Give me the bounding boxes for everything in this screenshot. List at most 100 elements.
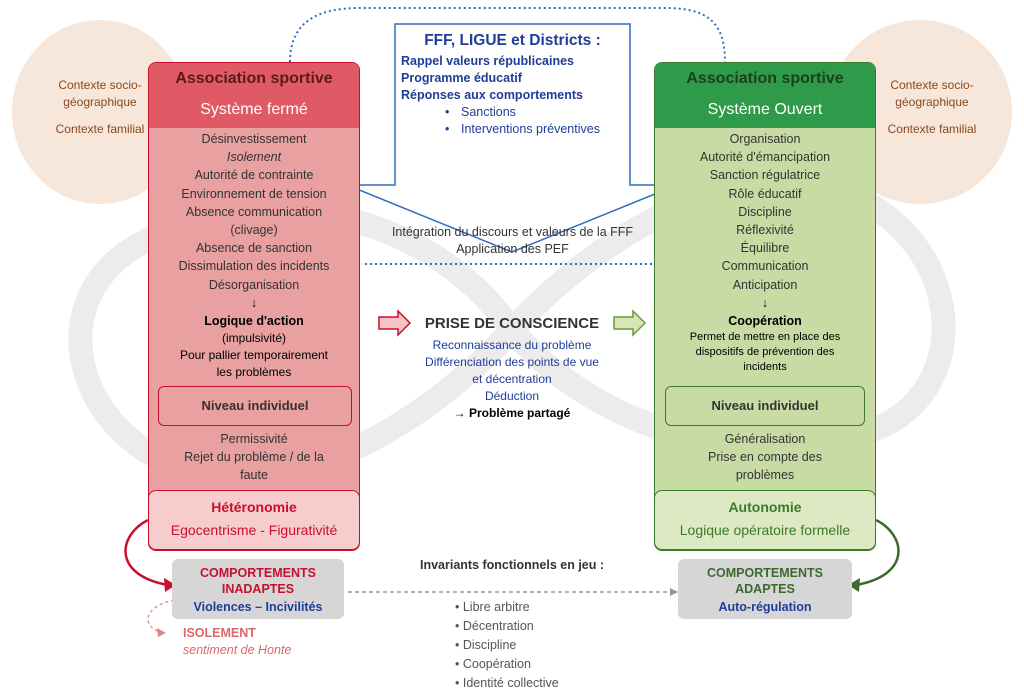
isolement-sub: sentiment de Honte xyxy=(183,643,292,657)
fff-integration: Intégration du discours et valeurs de la… xyxy=(360,224,665,258)
down-arrow-icon: ↓ xyxy=(250,295,258,310)
open-coop-title: Coopération xyxy=(728,314,802,329)
center-item: Différenciation des points de vue xyxy=(425,355,599,369)
open-item: Sanction régulatrice xyxy=(709,168,821,183)
closed-system-panel xyxy=(148,62,360,551)
isolement: ISOLEMENT sentiment de Honte xyxy=(183,625,291,659)
open-after-item: Généralisation xyxy=(724,432,806,446)
invariant-item: • Coopération xyxy=(455,657,531,671)
closed-logic-item: Pour pallier temporairement xyxy=(179,348,329,363)
closed-logic-item: (impulsivité) xyxy=(221,331,286,346)
context-left-line: Contexte socio- xyxy=(58,78,142,92)
center-items: Reconnaissance du problème Différenciati… xyxy=(385,337,639,422)
fff-bullet: •Interventions préventives xyxy=(445,122,600,136)
invariant-text: Identité collective xyxy=(462,676,559,690)
open-item: Communication xyxy=(721,259,809,274)
closed-logic-title: Logique d'action xyxy=(204,314,304,329)
invariant-text: Libre arbitre xyxy=(462,600,530,614)
open-level: Niveau individuel xyxy=(665,386,865,426)
bottom-left-title: COMPORTEMENTS xyxy=(200,566,316,580)
open-after-items: Généralisation Prise en compte des probl… xyxy=(654,430,876,485)
closed-item: Désorganisation xyxy=(208,277,300,292)
center-shared: → Problème partagé xyxy=(385,405,639,422)
invariant-text: Décentration xyxy=(462,619,534,633)
block-arrow-red xyxy=(378,309,412,337)
closed-after-items: Permissivité Rejet du problème / de la f… xyxy=(148,430,360,485)
fff-bullet-text: Interventions préventives xyxy=(461,122,600,136)
fff-title: FFF, LIGUE et Districts : xyxy=(424,32,601,49)
curve-right-arrow xyxy=(855,518,900,587)
context-left: Contexte socio- géographique Contexte fa… xyxy=(40,77,160,138)
infinity-loop xyxy=(68,171,956,489)
closed-item: Isolement xyxy=(226,150,282,165)
invariants-list: • Libre arbitre • Décentration • Discipl… xyxy=(455,598,559,693)
open-item: Autorité d'émancipation xyxy=(699,150,831,165)
closed-item: Dissimulation des incidents xyxy=(178,259,330,274)
curve-left-arrowhead xyxy=(164,578,176,592)
closed-after-item: Rejet du problème / de la xyxy=(184,450,324,465)
closed-after-item: faute xyxy=(240,468,268,483)
integration-line: Application des PEF xyxy=(456,242,569,256)
closed-item: Absence de sanction xyxy=(195,241,313,256)
dashed-isolement-arrowhead xyxy=(157,628,166,637)
center-shared-text: Problème partagé xyxy=(468,406,571,420)
closed-item: Absence communication xyxy=(185,204,323,219)
center-title: PRISE DE CONSCIENCE xyxy=(424,315,600,332)
context-left-line: Contexte familial xyxy=(55,122,145,136)
block-arrow-green xyxy=(613,309,647,337)
open-foot-box xyxy=(654,490,876,550)
context-right-line: Contexte familial xyxy=(887,122,977,136)
open-title: Association sportive xyxy=(686,70,844,87)
context-right-line: Contexte socio- xyxy=(890,78,974,92)
closed-foot-title: Hétéronomie xyxy=(211,499,297,515)
bottom-right-box: COMPORTEMENTS ADAPTES Auto-régulation xyxy=(678,559,852,619)
right-arrow-icon: → xyxy=(453,406,466,420)
closed-header-bg xyxy=(149,63,359,128)
closed-item: (clivage) xyxy=(230,223,278,238)
invariant-item: • Discipline xyxy=(455,638,517,652)
closed-item: Environnement de tension xyxy=(181,186,327,201)
open-header-bg xyxy=(655,63,875,128)
closed-level: Niveau individuel xyxy=(158,386,352,426)
open-item: Réflexivité xyxy=(736,223,794,238)
open-system-panel xyxy=(654,62,876,551)
closed-foot-box xyxy=(148,490,360,550)
invariant-text: Coopération xyxy=(462,657,531,671)
invariant-item: • Identité collective xyxy=(455,676,559,690)
bottom-right-sub: Auto-régulation xyxy=(718,600,812,614)
fff-bullet: •Sanctions xyxy=(445,105,516,119)
curve-right-arrowhead xyxy=(848,578,860,592)
closed-title: Association sportive xyxy=(175,70,333,87)
fff-line: Réponses aux comportements xyxy=(401,88,583,102)
fff-bullet-text: Sanctions xyxy=(461,105,516,119)
center-item: et décentration xyxy=(472,372,552,386)
bottom-left-sub: Violences – Incivilités xyxy=(193,600,323,614)
bottom-left-title: INADAPTES xyxy=(221,582,295,596)
open-item: Rôle éducatif xyxy=(728,186,802,201)
open-coop-item: incidents xyxy=(743,361,787,374)
context-left-line: géographique xyxy=(63,95,137,109)
down-arrow-icon: ↓ xyxy=(761,295,769,310)
fff-lines: Rappel valeurs républicaines Programme é… xyxy=(401,53,630,104)
open-item: Organisation xyxy=(729,132,801,146)
context-right: Contexte socio- géographique Contexte fa… xyxy=(872,77,992,138)
closed-items: Désinvestissement Isolement Autorité de … xyxy=(148,130,360,381)
open-foot-title: Autonomie xyxy=(728,499,802,515)
closed-foot-sub: Egocentrisme - Figurativité xyxy=(170,522,338,538)
bottom-right-title: COMPORTEMENTS xyxy=(707,566,823,580)
invariant-text: Discipline xyxy=(462,638,517,652)
open-after-item: problèmes xyxy=(735,468,795,483)
open-coop-items: Permet de mettre en place des dispositif… xyxy=(654,330,876,375)
closed-item: Désinvestissement xyxy=(201,132,307,146)
center-item: Reconnaissance du problème xyxy=(432,338,592,352)
fff-line: Programme éducatif xyxy=(401,71,522,85)
open-items: Organisation Autorité d'émancipation San… xyxy=(654,130,876,375)
curve-left-arrow xyxy=(124,518,169,587)
open-coop-item: Permet de mettre en place des xyxy=(689,331,841,344)
fff-bullets: •Sanctions •Interventions préventives xyxy=(445,104,630,138)
isolement-title: ISOLEMENT xyxy=(183,626,256,640)
open-coop-item: dispositifs de prévention des xyxy=(695,346,835,359)
closed-item: Autorité de contrainte xyxy=(194,168,314,183)
open-item: Équilibre xyxy=(740,241,790,256)
closed-after-item: Permissivité xyxy=(220,432,288,446)
